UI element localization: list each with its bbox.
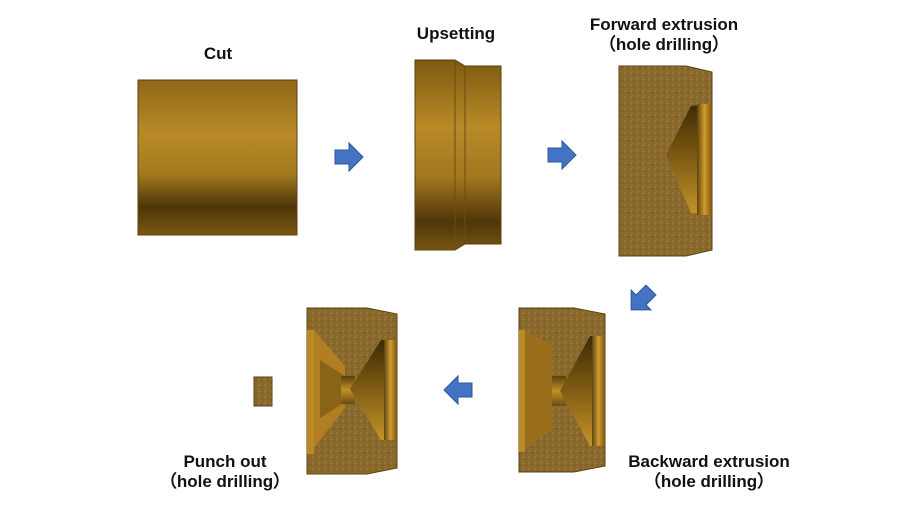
arrow-right-icon [547,139,577,171]
step-label-punch-out: Punch out （hole drilling） [145,452,305,492]
arrow-down-left-icon [630,284,657,311]
cut-billet [137,79,298,236]
step-title: Upsetting [416,24,496,43]
step-title: Backward extrusion [628,452,790,471]
punched-slug [253,376,273,407]
upsetting-billet [414,59,502,251]
step-subtitle: （hole drilling） [159,472,291,491]
step-title: Punch out [183,452,267,471]
forward-extrusion-part [618,65,713,257]
step-label-forward-extrusion: Forward extrusion （hole drilling） [564,15,764,55]
arrow-right-icon [334,141,364,173]
step-title: Forward extrusion [589,15,739,34]
step-label-cut: Cut [158,44,278,64]
arrow-left-icon [443,374,473,406]
step-label-upsetting: Upsetting [396,24,516,44]
step-title: Cut [203,44,233,63]
punch-out-part [306,307,398,475]
backward-extrusion-part [518,307,606,473]
step-subtitle: （hole drilling） [643,472,775,491]
step-label-backward-extrusion: Backward extrusion （hole drilling） [604,452,814,492]
step-subtitle: （hole drilling） [598,35,730,54]
